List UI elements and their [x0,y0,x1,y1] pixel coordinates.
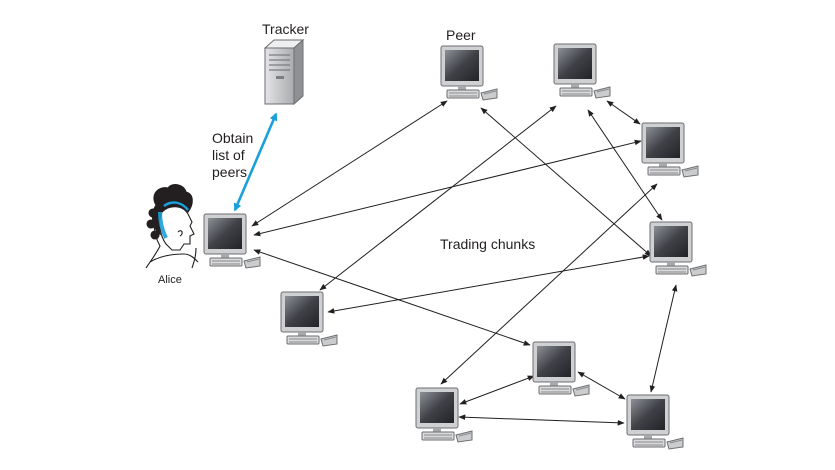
link-peer2-peer5 [319,105,557,291]
obtain-line-3: peers [212,164,248,180]
server-tower-icon [263,38,305,106]
peer-computer-icon-5 [280,291,338,347]
peer-computer-icon-7 [532,341,590,397]
peer-label: Peer [446,27,476,43]
link-peer4-peer5 [327,254,650,314]
tracker-label: Tracker [262,21,309,37]
obtain-list-label: Obtain list of peers [212,130,282,181]
link-peer6-peer8 [458,414,625,426]
tracker-link [233,112,278,212]
link-peer1-peer4 [480,107,652,257]
link-peer7-peer6 [459,375,535,405]
peer-computer-icon-1 [440,45,498,101]
peer-computer-icon-4 [649,221,707,277]
chunk-links [251,100,678,426]
peer-computer-icon-3 [641,122,699,178]
peer-computer-icon-8 [626,394,684,450]
peer-computer-icon-2 [553,43,611,99]
alice-label: Alice [158,274,182,286]
person-head-icon [145,183,199,269]
peer-computer-icon-6 [415,387,473,443]
obtain-line-2: list of [212,147,245,163]
trading-chunks-label: Trading chunks [440,236,536,252]
link-peer7-peer8 [577,371,626,400]
link-peer2-peer3 [606,100,641,125]
obtain-line-1: Obtain [212,130,254,146]
alice-computer-icon [203,213,261,269]
link-peer4-peer8 [649,284,678,393]
